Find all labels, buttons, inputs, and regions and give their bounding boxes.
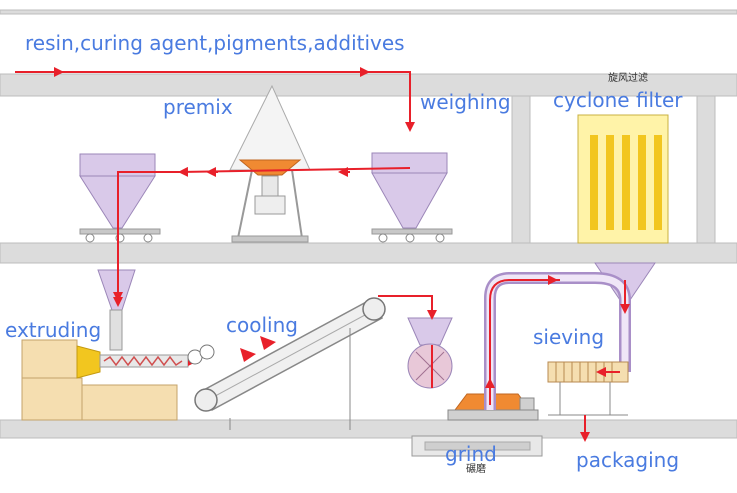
- roof-strip: [0, 9, 737, 15]
- cyclone-filter-unit: [577, 114, 669, 301]
- extruding-label: extruding: [5, 318, 102, 342]
- materials-label: resin,curing agent,pigments,additives: [25, 31, 405, 55]
- cyclone-filter-cn-label: 旋风过滤: [608, 73, 648, 84]
- building-structure: [0, 9, 737, 439]
- support-column: [511, 95, 531, 244]
- material-flow-arrows: [15, 67, 630, 442]
- extruder-funnel: [97, 269, 136, 351]
- sieving-machine: [547, 361, 629, 416]
- grind-label: grind: [445, 442, 497, 466]
- cyclone-filter-label: cyclone filter: [553, 88, 683, 112]
- premix-label: premix: [163, 95, 233, 119]
- packaging-label: packaging: [576, 448, 680, 472]
- grinder-mill: [407, 317, 543, 457]
- grind-cn-label: 碾磨: [466, 464, 486, 475]
- middle-floor: [0, 242, 737, 264]
- weighing-label: weighing: [420, 90, 511, 114]
- support-column-right: [696, 95, 716, 244]
- premix-mixer: [229, 84, 311, 243]
- flow-arrow: [113, 171, 180, 307]
- flow-arrow: [378, 295, 437, 320]
- flow-arrow: [178, 166, 411, 177]
- weighing-hopper: [371, 152, 453, 243]
- left-hopper: [79, 153, 161, 243]
- ground-floor: [0, 419, 737, 439]
- cooling-label: cooling: [226, 313, 298, 337]
- cooling-conveyor: [187, 297, 386, 430]
- flow-arrow: [15, 71, 415, 132]
- sieving-label: sieving: [533, 325, 605, 349]
- extruder-machine: [21, 339, 198, 421]
- flow-line: [489, 279, 560, 392]
